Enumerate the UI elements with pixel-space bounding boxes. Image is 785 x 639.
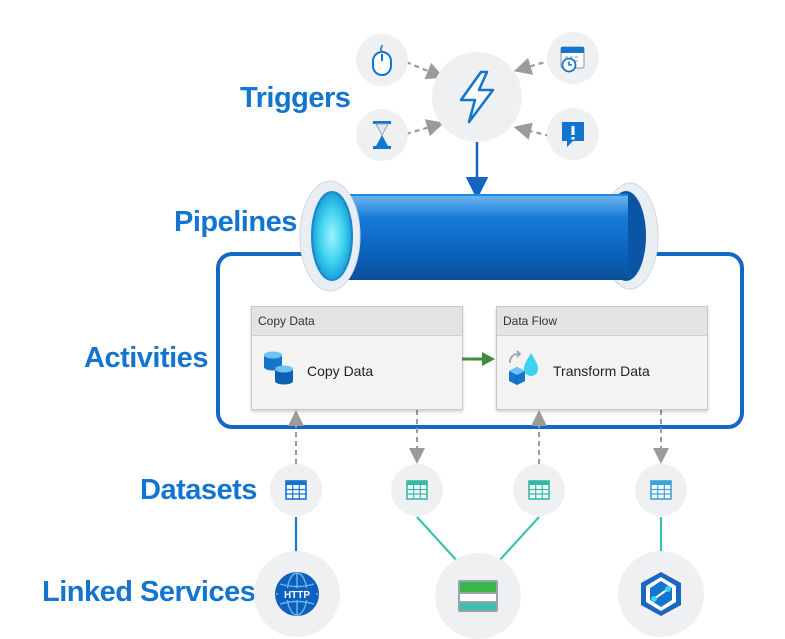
pipe-opening <box>311 191 353 281</box>
hourglass-to-trigger-arrow <box>405 119 445 137</box>
alert-icon <box>562 122 584 147</box>
database-icon <box>264 351 293 385</box>
activities-label: Activities <box>84 342 208 374</box>
lightning-icon <box>459 70 495 124</box>
mouse-to-trigger-arrow <box>405 60 445 80</box>
pipeline-graphic <box>299 180 659 292</box>
table-icon <box>285 480 307 500</box>
data-flow-activity-title: Transform Data <box>553 363 650 379</box>
storage-icon <box>458 580 498 612</box>
alert-to-trigger-arrow <box>513 122 551 140</box>
copy-data-activity[interactable]: Copy Data Copy Data <box>251 306 463 410</box>
dataset-node-3 <box>513 464 565 516</box>
hourglass-icon <box>373 121 391 149</box>
http-linked-service: HTTP <box>254 551 340 637</box>
data-flow-activity[interactable]: Data Flow Transform Data <box>496 306 708 410</box>
copy-data-activity-title: Copy Data <box>307 363 374 379</box>
table-icon <box>650 480 672 500</box>
tumbling-window-trigger <box>356 109 408 161</box>
pipelines-label: Pipelines <box>174 206 297 238</box>
data-flow-activity-header: Data Flow <box>497 307 707 336</box>
http-badge-text: HTTP <box>284 590 310 601</box>
event-trigger <box>547 108 599 160</box>
dataset2-to-storage-line <box>416 516 459 563</box>
dataset3-to-storage-line <box>497 516 540 563</box>
synapse-icon <box>641 572 681 616</box>
table-icon <box>406 480 428 500</box>
linked-services-label: Linked Services <box>42 576 256 608</box>
table-icon <box>528 480 550 500</box>
triggers-label: Triggers <box>240 82 351 114</box>
activity-flow-arrow <box>462 352 495 366</box>
schedule-trigger <box>547 32 599 84</box>
mouse-trigger <box>356 34 408 86</box>
mouse-icon <box>372 44 392 76</box>
storage-linked-service <box>435 553 521 639</box>
calendar-clock-icon <box>560 46 585 73</box>
datasets-label: Datasets <box>140 474 257 506</box>
dataset-node-1 <box>270 464 322 516</box>
dataset-node-4 <box>635 464 687 516</box>
dataset-node-2 <box>391 464 443 516</box>
http-globe-icon: HTTP <box>275 572 319 616</box>
trigger-hub <box>432 52 522 142</box>
copy-data-activity-header: Copy Data <box>252 307 462 336</box>
synapse-linked-service <box>618 551 704 637</box>
transform-icon <box>509 350 538 385</box>
calendar-to-trigger-arrow <box>513 57 553 75</box>
